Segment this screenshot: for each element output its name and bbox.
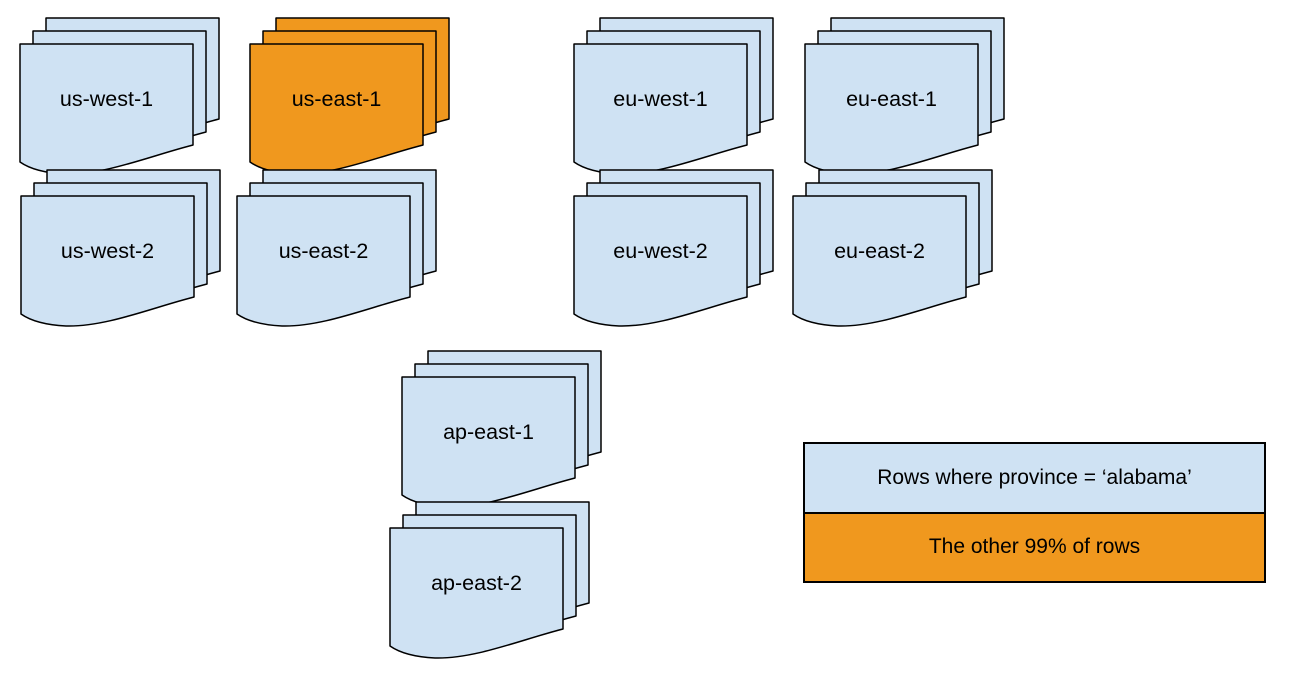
document-shape-front bbox=[236, 195, 411, 327]
region-label: ap-east-2 bbox=[431, 571, 522, 595]
region-label: us-west-2 bbox=[61, 239, 154, 263]
region-label: us-east-1 bbox=[292, 87, 382, 111]
document-shape-front bbox=[573, 195, 748, 327]
document-shape-front bbox=[389, 527, 564, 659]
region-stack-us-west-1: us-west-1 bbox=[19, 17, 220, 175]
region-stack-eu-east-1: eu-east-1 bbox=[804, 17, 1005, 175]
region-label: ap-east-1 bbox=[443, 420, 534, 444]
legend-item-1: The other 99% of rows bbox=[805, 511, 1264, 581]
region-label: eu-west-1 bbox=[613, 87, 707, 111]
region-stack-us-east-1: us-east-1 bbox=[249, 17, 450, 175]
region-label: us-west-1 bbox=[60, 87, 153, 111]
legend: Rows where province = ‘alabama’ The other… bbox=[803, 442, 1266, 583]
region-label: eu-east-2 bbox=[834, 239, 925, 263]
region-stack-eu-west-1: eu-west-1 bbox=[573, 17, 774, 175]
region-label: eu-east-1 bbox=[846, 87, 937, 111]
region-stack-eu-west-2: eu-west-2 bbox=[573, 169, 774, 327]
region-label: eu-west-2 bbox=[613, 239, 707, 263]
region-stack-ap-east-1: ap-east-1 bbox=[401, 350, 602, 508]
region-stack-ap-east-2: ap-east-2 bbox=[389, 501, 590, 659]
legend-item-label: Rows where province = ‘alabama’ bbox=[877, 465, 1192, 489]
region-label: us-east-2 bbox=[279, 239, 369, 263]
region-stack-us-west-2: us-west-2 bbox=[20, 169, 221, 327]
region-stack-eu-east-2: eu-east-2 bbox=[792, 169, 993, 327]
legend-item-0: Rows where province = ‘alabama’ bbox=[805, 444, 1264, 512]
legend-item-label: The other 99% of rows bbox=[928, 535, 1141, 559]
region-stack-us-east-2: us-east-2 bbox=[236, 169, 437, 327]
document-shape-front bbox=[792, 195, 967, 327]
document-shape-front bbox=[20, 195, 195, 327]
